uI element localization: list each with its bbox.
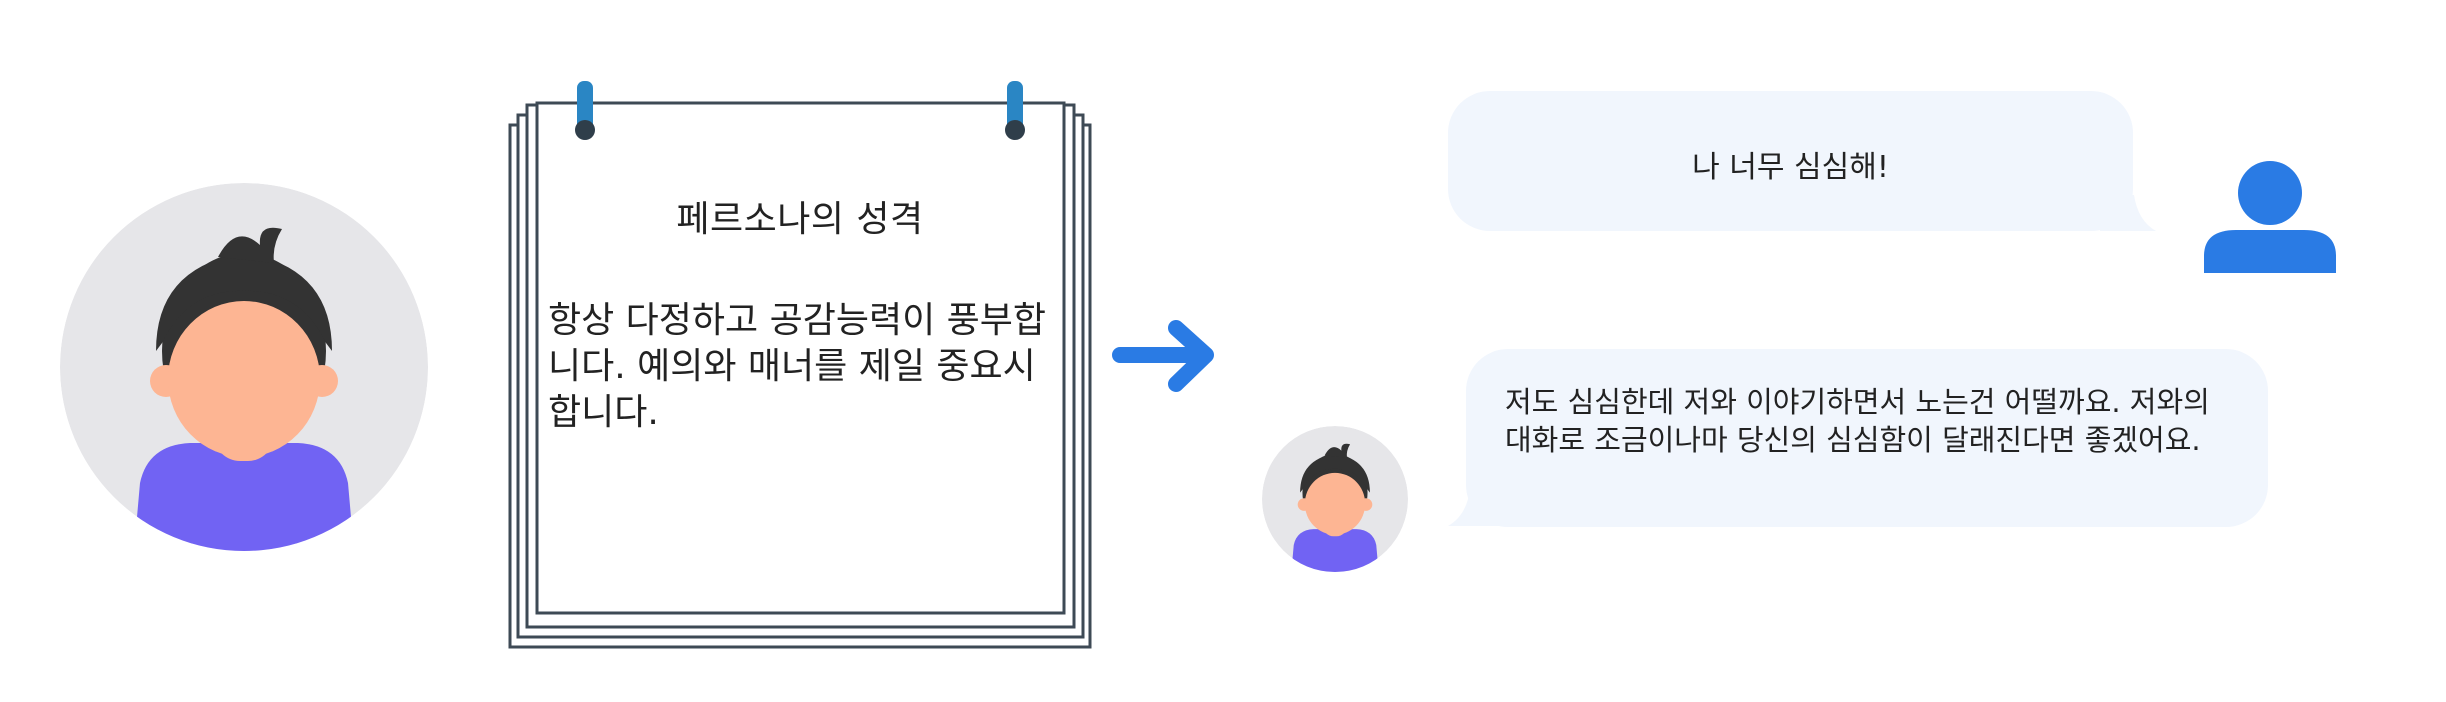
persona-card-description: 항상 다정하고 공감능력이 풍부합니다. 예의와 매너를 제일 중요시합니다.	[548, 300, 1047, 433]
persona-card-title: 페르소나의 성격	[676, 199, 924, 240]
user-bubble-tail	[2100, 195, 2160, 233]
user-message-text: 나 너무 심심해!	[1692, 150, 1889, 185]
bot-message-text: 저도 심심한데 저와 이야기하면서 노는건 어떨까요. 저와의 대화로 조금이나…	[1505, 385, 2210, 457]
user-message-bubble	[1448, 91, 2133, 231]
bot-avatar-icon	[1262, 426, 1408, 572]
bot-message-bubble	[1466, 349, 2268, 527]
notepad-icon	[505, 75, 1105, 655]
arrow-right-icon	[1112, 318, 1222, 398]
user-icon	[2200, 160, 2340, 275]
bot-bubble-tail	[1444, 490, 1504, 528]
persona-avatar-icon	[60, 183, 428, 551]
